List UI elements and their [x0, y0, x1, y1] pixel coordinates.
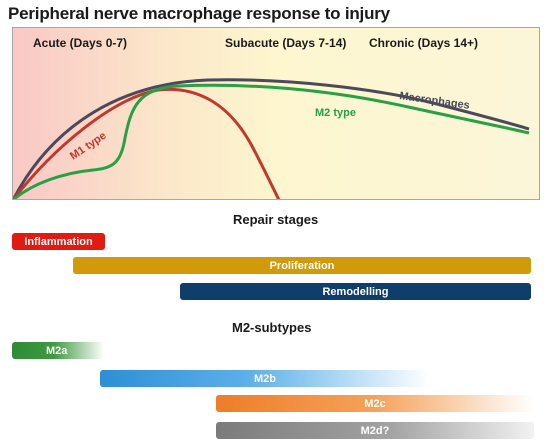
m1-type-curve: [13, 87, 281, 199]
m2d-bar: M2d?: [216, 422, 534, 439]
remodelling-bar: Remodelling: [180, 283, 531, 300]
macrophages-curve: [13, 78, 530, 199]
phase-chronic-label: Chronic (Days 14+): [369, 36, 479, 50]
m2c-bar: M2c: [216, 395, 534, 412]
m2-subtypes-heading: M2-subtypes: [232, 320, 312, 335]
inflammation-label: Inflammation: [24, 235, 93, 248]
figure-title: Peripheral nerve macrophage response to …: [8, 4, 390, 23]
remodelling-label: Remodelling: [322, 285, 389, 298]
m2c-label: M2c: [364, 397, 386, 410]
proliferation-bar: Proliferation: [73, 257, 531, 274]
m2d-label: M2d?: [360, 424, 390, 437]
phase-subacute-label: Subacute (Days 7-14): [225, 36, 347, 50]
proliferation-label: Proliferation: [269, 259, 335, 272]
m2b-bar: M2b: [100, 370, 430, 387]
m2-type-curve: [13, 83, 530, 199]
m2-type-label: M2 type: [315, 107, 356, 119]
phase-acute-label: Acute (Days 0-7): [33, 36, 128, 50]
curves-plot: M1 type M2 type Macrophages: [13, 78, 530, 199]
time-course-panel: Acute (Days 0-7) Subacute (Days 7-14) Ch…: [12, 27, 540, 200]
m2a-bar: M2a: [12, 342, 104, 359]
inflammation-bar: Inflammation: [12, 233, 105, 250]
m2a-label: M2a: [46, 344, 68, 357]
m2b-label: M2b: [254, 372, 276, 385]
repair-stages-heading: Repair stages: [233, 212, 319, 227]
